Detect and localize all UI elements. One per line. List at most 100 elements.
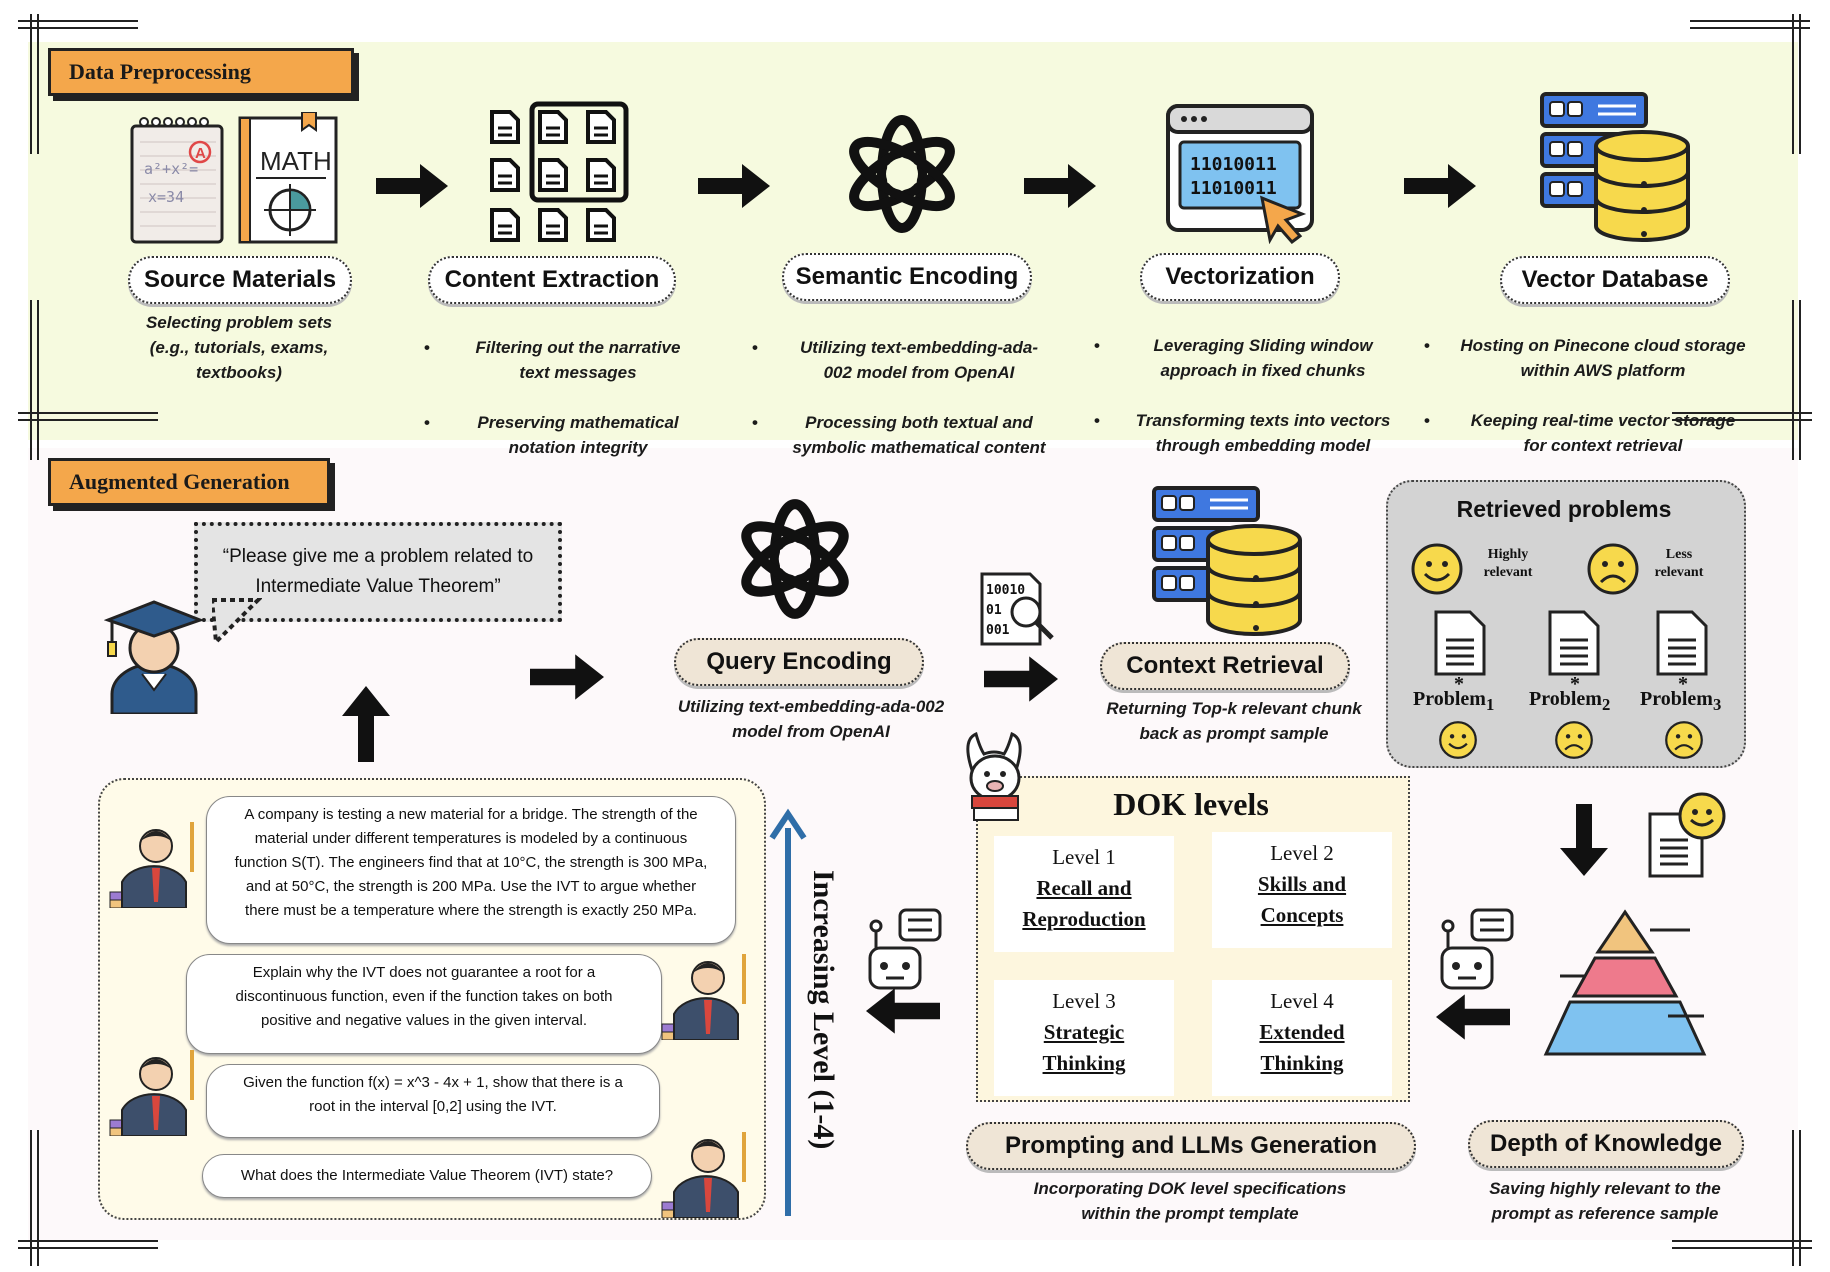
stage-bullets-vectorization: Leveraging Sliding window approach in fi… — [1090, 308, 1400, 483]
stage-title-semantic-encoding: Semantic Encoding — [782, 253, 1032, 301]
less-relevant-label: Less relevant — [1654, 547, 1704, 580]
query-speech-bubble: “Please give me a problem related to Int… — [194, 522, 562, 622]
prompting-title: Prompting and LLMs Generation — [966, 1122, 1416, 1170]
approved-document-icon — [1648, 792, 1726, 878]
stage-title-content-extraction: Content Extraction — [428, 256, 676, 304]
query-encoding-desc: Utilizing text-embedding-ada-002 model f… — [677, 697, 945, 741]
dok-level-1: Level 1 Recall and Reproduction — [994, 836, 1174, 952]
openai-logo-icon — [741, 499, 849, 619]
documents-grid-icon — [490, 101, 629, 242]
stage-bullets-vector-database: Hosting on Pinecone cloud storage within… — [1420, 308, 1750, 483]
question-level-1: What does the Intermediate Value Theorem… — [202, 1154, 652, 1198]
dok-level-name: Strategic Thinking — [1042, 1020, 1126, 1075]
speech-bubble-tail — [212, 598, 262, 646]
arrow-left-icon — [866, 988, 940, 1034]
robot-icon — [868, 908, 942, 990]
question-level-4: A company is testing a new material for … — [206, 796, 736, 944]
teacher-icon — [661, 954, 746, 1040]
bullet: Leveraging Sliding window approach in fi… — [1090, 333, 1400, 383]
stage-title-source-materials: Source Materials — [128, 256, 352, 304]
retrieved-problems-title: Retrieved problems — [1456, 496, 1672, 522]
increasing-level-arrow — [769, 808, 807, 1216]
problem-star: * — [1454, 673, 1464, 695]
binary-search-icon: 10010 01 001 — [980, 572, 1054, 646]
dok-level-name: Skills and Concepts — [1257, 872, 1347, 927]
problem-label-1: Problem1 — [1413, 688, 1494, 715]
vector-database-icon — [1152, 486, 1302, 636]
dok-level-number: Level 2 — [1270, 841, 1334, 865]
happy-face-icon — [1439, 721, 1477, 759]
stage-desc-source-materials: Selecting problem sets (e.g., tutorials,… — [145, 313, 333, 382]
highly-relevant-label: Highly relevant — [1483, 547, 1533, 580]
dok-level-2: Level 2 Skills and Concepts — [1212, 832, 1392, 948]
problem-label-2: Problem2 — [1529, 688, 1610, 715]
vector-database-icon — [1540, 92, 1690, 242]
context-retrieval-desc: Returning Top-k relevant chunk back as p… — [1106, 699, 1362, 743]
student-icon — [104, 600, 204, 714]
problem-subscript: 3 — [1712, 695, 1722, 714]
arrow-down-icon — [1560, 804, 1608, 876]
arrow-right-icon — [530, 654, 604, 700]
arrow-right-icon — [984, 656, 1058, 702]
document-icon — [1434, 610, 1486, 676]
context-retrieval-title: Context Retrieval — [1100, 642, 1350, 690]
dok-levels-title: DOK levels — [1113, 786, 1269, 822]
dok-level-number: Level 3 — [1052, 989, 1116, 1013]
grade-mark: A — [195, 145, 206, 162]
sad-face-icon — [1665, 721, 1703, 759]
binary-line-2: 11010011 — [1190, 178, 1277, 199]
stage-title-vectorization: Vectorization — [1140, 253, 1340, 301]
depth-of-knowledge-title: Depth of Knowledge — [1468, 1120, 1744, 1168]
arrow-right-icon — [698, 164, 770, 208]
openai-logo-icon — [849, 115, 955, 233]
arrow-up-icon — [342, 686, 390, 762]
mini-binary-2: 01 — [986, 603, 1002, 618]
problem-subscript: 2 — [1601, 695, 1611, 714]
arrow-right-icon — [376, 164, 448, 208]
dok-pyramid-icon — [1543, 909, 1707, 1056]
question-level-2: Given the function f(x) = x^3 - 4x + 1, … — [206, 1064, 660, 1138]
section-label-generation: Augmented Generation — [48, 458, 330, 506]
arrow-left-icon — [1436, 994, 1510, 1040]
teacher-icon — [109, 1050, 194, 1136]
problem-subscript: 1 — [1485, 695, 1495, 714]
bullet: Preserving mathematical notation integri… — [420, 410, 700, 460]
problem-name: Problem — [1413, 688, 1486, 710]
prompting-desc: Incorporating DOK level specifications w… — [1033, 1179, 1347, 1223]
dok-level-3: Level 3 Strategic Thinking — [994, 980, 1174, 1096]
bullet: Hosting on Pinecone cloud storage within… — [1420, 333, 1750, 383]
depth-of-knowledge-desc: Saving highly relevant to the prompt as … — [1489, 1179, 1721, 1223]
problem-name: Problem — [1529, 688, 1602, 710]
problem-label-3: Problem3 — [1640, 688, 1721, 715]
bullet: Transforming texts into vectors through … — [1090, 408, 1400, 458]
bullet: Filtering out the narrative text message… — [420, 335, 700, 385]
document-icon — [1656, 610, 1708, 676]
vectorization-window-icon: 11010011 11010011 — [1166, 104, 1314, 244]
sad-face-icon — [1555, 721, 1593, 759]
happy-face-icon — [1411, 543, 1463, 595]
stage-title-vector-database: Vector Database — [1500, 256, 1730, 304]
bullet: Keeping real-time vector storage for con… — [1420, 408, 1750, 458]
binary-line-1: 11010011 — [1190, 154, 1277, 175]
source-materials-icon: a²+x²= x=34 A MATH — [130, 112, 338, 244]
robot-icon — [1440, 908, 1514, 990]
notebook-line-1: a²+x²= — [144, 160, 198, 178]
stage-bullets-content-extraction: Filtering out the narrative text message… — [420, 310, 700, 485]
dok-level-name: Recall and Reproduction — [1022, 876, 1146, 931]
bullet: Processing both textual and symbolic mat… — [748, 410, 1054, 460]
problem-star: * — [1678, 673, 1688, 695]
stage-bullets-semantic-encoding: Utilizing text-embedding-ada- 002 model … — [748, 310, 1054, 485]
notebook-line-2: x=34 — [148, 188, 184, 206]
section-label-preprocessing: Data Preprocessing — [48, 48, 354, 96]
question-level-3: Explain why the IVT does not guarantee a… — [186, 954, 662, 1054]
teacher-icon — [109, 822, 194, 908]
mini-binary-1: 10010 — [986, 583, 1025, 598]
document-icon — [1548, 610, 1600, 676]
dok-level-number: Level 1 — [1052, 845, 1116, 869]
query-encoding-title: Query Encoding — [674, 638, 924, 686]
mini-binary-3: 001 — [986, 623, 1010, 638]
bullet: Utilizing text-embedding-ada- 002 model … — [748, 335, 1054, 385]
problem-name: Problem — [1640, 688, 1713, 710]
dok-level-name: Extended Thinking — [1259, 1020, 1345, 1075]
